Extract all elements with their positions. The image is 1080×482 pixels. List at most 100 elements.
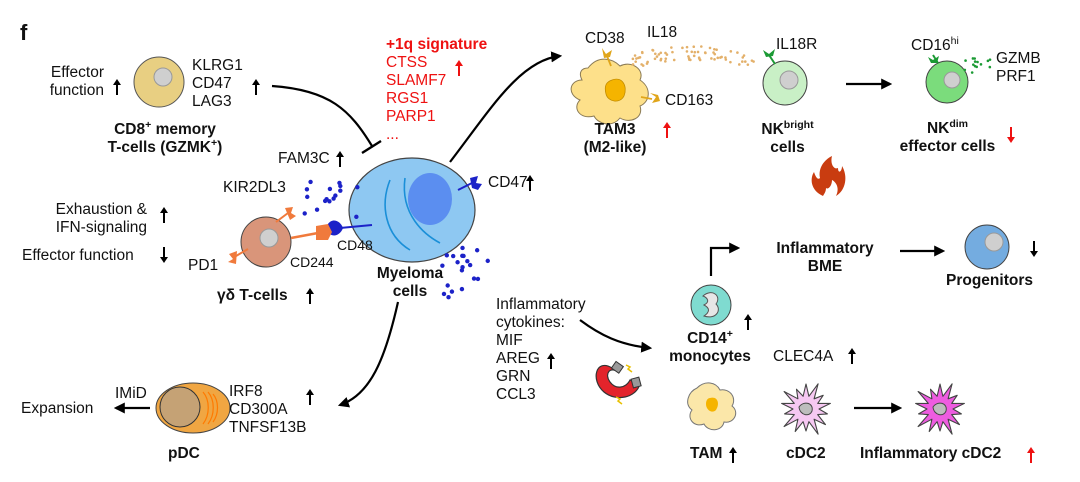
dot	[973, 57, 977, 60]
dot	[693, 50, 697, 54]
dot	[485, 258, 490, 264]
dot	[975, 65, 978, 69]
dot	[664, 57, 668, 60]
dot	[659, 51, 663, 55]
dot	[441, 291, 447, 297]
cd8-memory-tcell-icon	[133, 56, 185, 108]
dot	[338, 188, 343, 193]
cd8-title: CD8+ memory T-cells (GZMK+)	[107, 119, 223, 156]
up-arrow-icon	[252, 79, 260, 95]
dot	[331, 196, 336, 201]
dot	[972, 63, 975, 66]
up-arrow-icon	[306, 288, 314, 304]
dot	[746, 63, 750, 66]
flame-icon	[811, 156, 846, 196]
cd244-label: CD244	[290, 254, 334, 270]
pdc-title: pDC	[168, 445, 200, 462]
dot	[338, 183, 343, 189]
plus1q-signature: +1q signature CTSS SLAMF7 RGS1 PARP1 ...	[386, 36, 488, 143]
clec4a-label: CLEC4A	[773, 348, 834, 365]
dot	[742, 54, 746, 57]
cd38-label: CD38	[585, 30, 625, 47]
cd48-label: CD48	[337, 237, 373, 253]
dot	[741, 60, 744, 63]
dot	[653, 57, 657, 61]
pdc-cell-icon	[155, 382, 231, 434]
dot	[741, 56, 745, 59]
cdc2-title: cDC2	[786, 445, 826, 462]
tam-title: TAM	[690, 445, 723, 462]
up-arrow-icon	[455, 60, 463, 76]
cd244-receptor-icon	[290, 224, 332, 240]
dot	[449, 289, 455, 294]
il18r-receptor-icon	[763, 49, 776, 65]
nk-dim-title: NKdim effector cells	[899, 118, 996, 155]
cd163-receptor-icon	[640, 93, 660, 103]
nk-bright-cell-icon	[762, 60, 808, 106]
dot	[729, 50, 733, 53]
dot	[314, 207, 320, 212]
down-arrow-icon	[160, 247, 168, 263]
exhaustion-label: Exhaustion & IFN-signaling	[55, 201, 147, 236]
arrow-cytokines-to-monocytes	[579, 319, 653, 353]
dot	[322, 198, 328, 204]
cd38-receptor-icon	[602, 48, 612, 67]
dot	[467, 262, 473, 268]
dot	[653, 52, 657, 56]
dot	[355, 184, 360, 190]
dot	[685, 50, 689, 53]
inflammatory-bme-title: Inflammatory BME	[776, 240, 874, 275]
dot	[692, 45, 696, 49]
gzmb-prf1-label: GZMB PRF1	[996, 50, 1041, 85]
gd-tcell-icon	[240, 216, 292, 268]
dot	[724, 58, 728, 61]
arrow-monocytes-to-bme	[709, 242, 741, 276]
dot	[451, 253, 456, 259]
dot	[461, 253, 466, 259]
dot	[651, 48, 654, 52]
secreted-dots-myeloma	[302, 179, 490, 300]
dot	[681, 46, 684, 50]
up-arrow-icon	[729, 447, 737, 463]
inflammatory-cdc2-dendritic-cell-icon	[915, 383, 965, 435]
myeloma-cell-icon	[348, 157, 476, 263]
dot	[633, 54, 637, 57]
up-arrow-icon	[848, 348, 856, 364]
dot	[471, 276, 477, 281]
dot	[964, 59, 967, 62]
dot	[657, 53, 661, 56]
cd47-label: CD47	[488, 174, 528, 191]
down-arrow-icon	[1007, 127, 1015, 143]
dot	[970, 71, 974, 74]
dot	[690, 50, 694, 54]
dot	[736, 51, 739, 54]
cdc2-dendritic-cell-icon	[781, 383, 831, 435]
dot	[460, 264, 465, 270]
dot	[988, 65, 992, 69]
dot	[750, 59, 754, 62]
nk-dim-cell-icon	[925, 60, 969, 104]
cd47-receptor-icon	[457, 176, 482, 191]
dot	[973, 60, 977, 63]
tam3-macrophage-icon	[570, 58, 649, 125]
cd8-effector-label: Effector function	[49, 64, 104, 99]
myeloma-title: Myeloma cells	[376, 265, 444, 300]
dot	[308, 179, 313, 185]
progenitor-cell-icon	[964, 224, 1010, 270]
tam3-title: TAM3 (M2-like)	[583, 121, 647, 156]
up-arrow-icon	[547, 353, 555, 369]
up-arrow-icon	[336, 151, 344, 167]
dot	[687, 55, 690, 58]
dot	[713, 47, 716, 51]
dot	[744, 60, 747, 63]
dot	[664, 51, 667, 55]
dot	[700, 45, 703, 48]
dot	[446, 295, 451, 300]
dot	[302, 211, 307, 216]
pd1-receptor-icon	[228, 248, 249, 264]
dot	[986, 59, 990, 63]
il18r-label: IL18R	[776, 36, 818, 53]
dot	[460, 245, 465, 251]
up-arrow-icon	[113, 79, 121, 95]
